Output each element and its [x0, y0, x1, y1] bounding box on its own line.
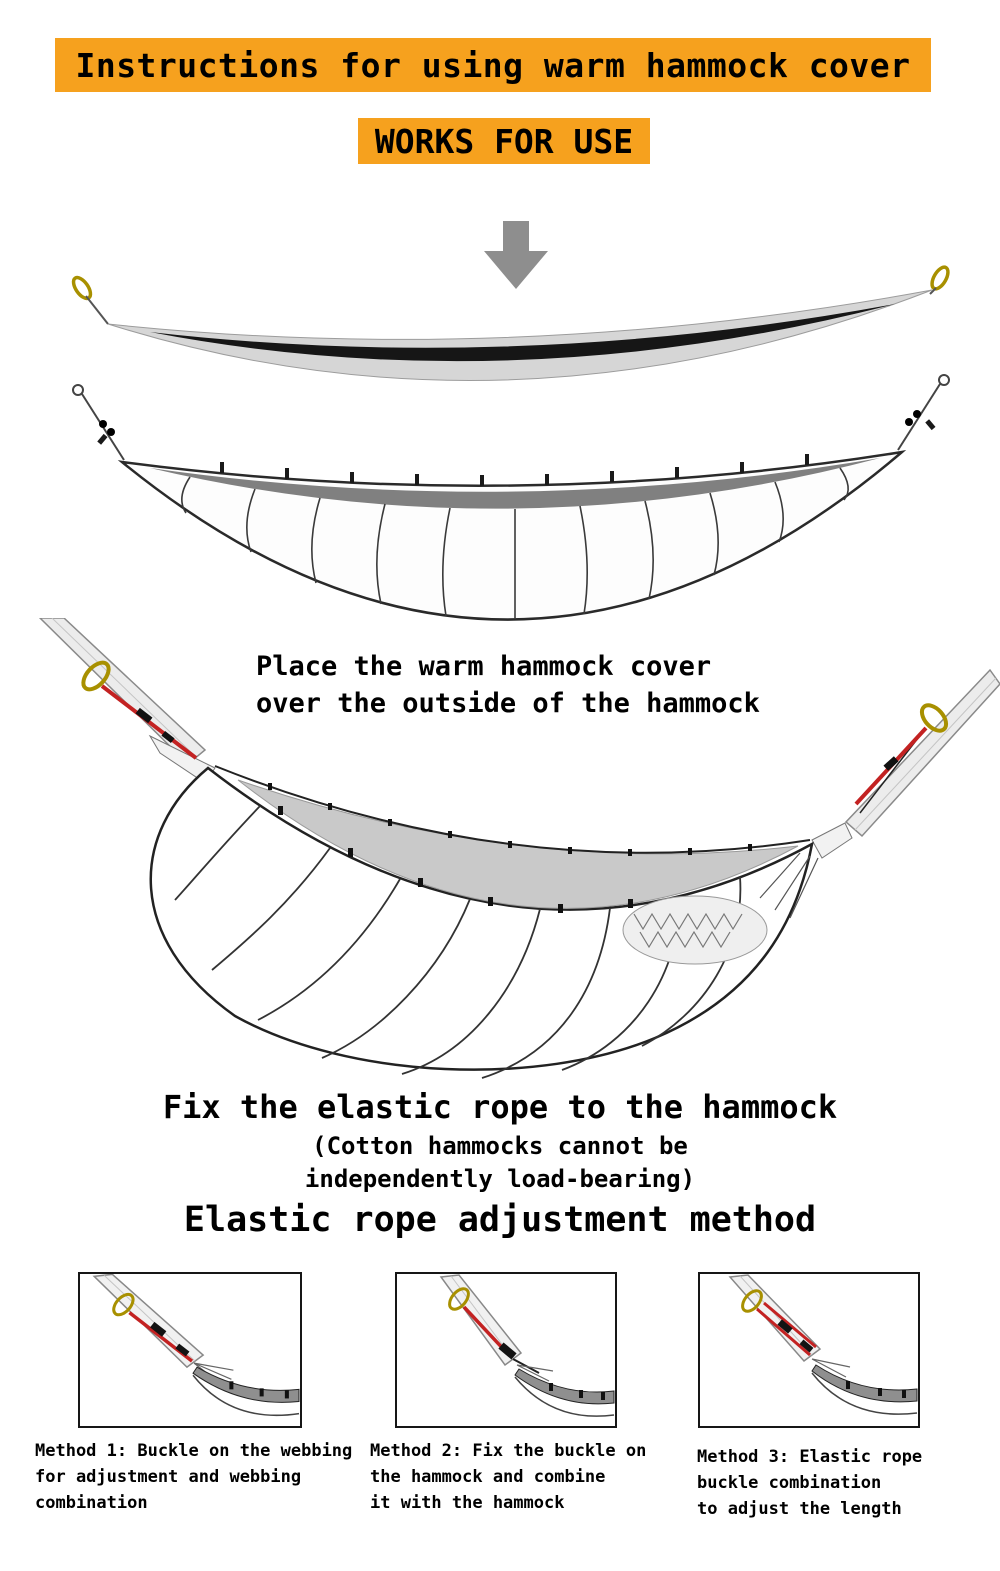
attachment-tabs [846, 1381, 906, 1398]
carabiner-icon [448, 1287, 470, 1311]
rope-buckle [799, 1339, 814, 1353]
quilt-edge [192, 1374, 300, 1417]
buckle-hammock-closeup [439, 1274, 615, 1417]
buckle-webbing-closeup [92, 1274, 300, 1417]
method-2-caption-line3: it with the hammock [370, 1493, 565, 1513]
quilt-collar [811, 1364, 918, 1403]
elastic-rope-buckle-closeup [728, 1274, 918, 1415]
method-2-caption-line2: the hammock and combine [370, 1467, 606, 1487]
warm-cover [72, 374, 950, 621]
draw-cords [72, 374, 950, 461]
quilt-edge [514, 1376, 615, 1417]
gathered-fabric [516, 1364, 554, 1382]
carabiner-icon [71, 275, 109, 325]
method-3-caption-line3: to adjust the length [697, 1499, 902, 1519]
strap-edge [739, 1275, 813, 1356]
rope-buckle [135, 707, 899, 771]
step1-caption-line1: Place the warm hammock cover [256, 651, 712, 682]
elastic-rope [756, 1301, 817, 1357]
mosquito-net [622, 895, 768, 965]
method-3-image [698, 1272, 920, 1428]
step2-note: (Cotton hammocks cannot be independently… [0, 1130, 1000, 1196]
title-banner: Instructions for using warm hammock cove… [55, 38, 931, 92]
hammock-fabric [107, 289, 933, 381]
hammock-and-cover-illustration [71, 265, 950, 621]
step2-caption: Fix the elastic rope to the hammock [162, 1088, 838, 1126]
quilt-collar [514, 1368, 615, 1405]
attachment-tabs [278, 806, 633, 913]
step2-note-line2: independently load-bearing) [304, 1165, 696, 1193]
attachment-tabs [97, 419, 936, 486]
carabiner-icon [81, 660, 949, 733]
warm-cover-installed [149, 766, 819, 1079]
quilt-edge [811, 1372, 918, 1415]
method-1-caption-line2: for adjustment and webbing [35, 1467, 302, 1487]
webbing-strap [38, 618, 207, 766]
method-3-caption: Method 3: Elastic rope buckle combinatio… [697, 1444, 947, 1522]
edge-rope [214, 765, 811, 856]
method-2-caption-line1: Method 2: Fix the buckle on [370, 1441, 647, 1461]
step2-note-line1: (Cotton hammocks cannot be [312, 1132, 688, 1160]
carabiner-icon [741, 1289, 763, 1313]
method-2-caption: Method 2: Fix the buckle on the hammock … [370, 1438, 680, 1516]
carabiner-icon [929, 265, 950, 295]
step1-caption-line2: over the outside of the hammock [256, 688, 760, 719]
rope-buckle [150, 1321, 167, 1337]
quilt-collar [192, 1366, 300, 1403]
gathered-fabric [811, 1358, 851, 1378]
method-3-caption-line2: buckle combination [697, 1473, 882, 1493]
rope-buckle [498, 1342, 517, 1360]
method-2-image [395, 1272, 617, 1428]
attachment-tabs [229, 1381, 289, 1399]
method-1-caption-line1: Method 1: Buckle on the webbing [35, 1441, 353, 1461]
subtitle-banner: WORKS FOR USE [358, 118, 650, 164]
page-title: Instructions for using warm hammock cove… [75, 45, 911, 85]
step1-caption: Place the warm hammock cover over the ou… [256, 648, 760, 722]
rope-buckle [777, 1319, 793, 1334]
webbing-strap [844, 668, 1000, 838]
method-1-image [78, 1272, 302, 1428]
subtitle: WORKS FOR USE [374, 121, 634, 161]
method-3-caption-line1: Method 3: Elastic rope [697, 1447, 923, 1467]
carabiner-icon [112, 1292, 135, 1317]
rope-buckle [175, 1343, 190, 1357]
method-1-caption: Method 1: Buckle on the webbing for adju… [35, 1438, 385, 1516]
assembled-hammock-illustration [38, 618, 1000, 1079]
method-1-caption-line3: combination [35, 1493, 148, 1513]
attachment-tabs [549, 1383, 605, 1400]
methods-heading: Elastic rope adjustment method [183, 1200, 817, 1240]
down-arrow-shape [484, 221, 548, 289]
down-arrow-icon [484, 221, 548, 289]
baffle-lines [181, 467, 849, 619]
